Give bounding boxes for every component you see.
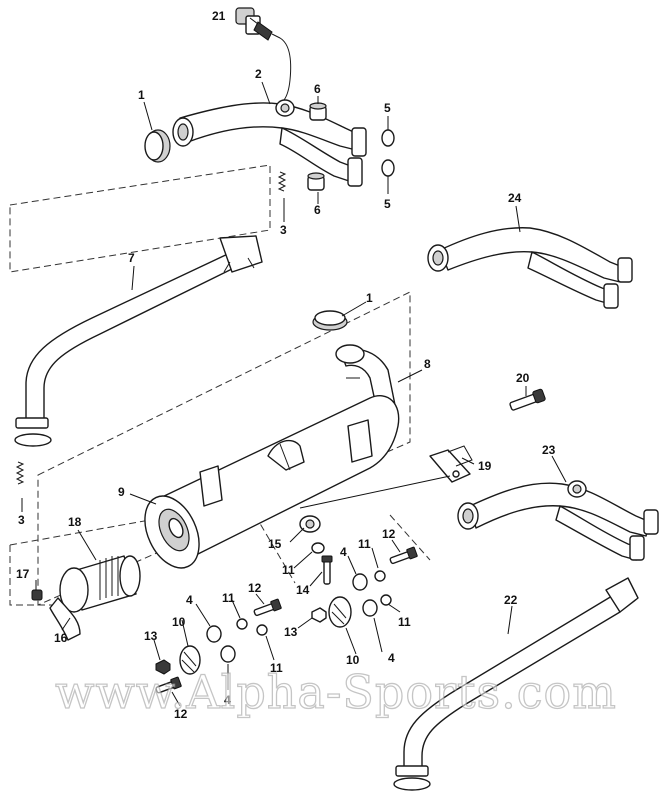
clamp — [299, 445, 473, 509]
header-pipe-alt — [427, 227, 633, 309]
callout-19: 19 — [478, 459, 492, 473]
callout-4-right: 4 — [340, 545, 347, 559]
callout-10-left: 10 — [172, 615, 186, 629]
callout-10-right: 10 — [346, 653, 360, 667]
callout-1-lower: 1 — [366, 291, 373, 305]
callout-3-upper: 3 — [280, 223, 287, 237]
callout-13-mid: 13 — [284, 625, 298, 639]
muffler — [144, 395, 400, 569]
callout-18: 18 — [68, 515, 82, 529]
tail-pipe — [393, 577, 639, 791]
callout-14: 14 — [296, 583, 310, 597]
callout-labels: 21 2 1 6 5 5 6 3 24 7 1 8 20 19 23 9 3 1… — [16, 9, 556, 721]
callout-9: 9 — [118, 485, 125, 499]
callout-6-lower: 6 — [314, 203, 321, 217]
callout-5-lower: 5 — [384, 197, 391, 211]
callout-12-mid: 12 — [248, 581, 262, 595]
header-pipe-lower — [457, 480, 659, 561]
callout-8: 8 — [424, 357, 431, 371]
callout-23: 23 — [542, 443, 556, 457]
callout-11-far-right: 11 — [398, 615, 411, 629]
callout-3-lower: 3 — [18, 513, 25, 527]
callout-4-bottom: 4 — [224, 693, 231, 707]
callout-7: 7 — [128, 251, 135, 265]
callout-11-mid: 11 — [282, 563, 295, 577]
callout-15: 15 — [268, 537, 282, 551]
callout-4-far-right: 4 — [388, 651, 395, 665]
callout-12-bottom: 12 — [174, 707, 188, 721]
callout-17: 17 — [16, 567, 30, 581]
bolt-20 — [509, 388, 546, 411]
spark-arrestor — [49, 555, 141, 641]
callout-11-left: 11 — [222, 591, 235, 605]
exhaust-port-gaskets — [381, 129, 395, 177]
callout-21: 21 — [212, 9, 226, 23]
callout-22: 22 — [504, 593, 518, 607]
watermark: www.Alpha-Sports.com — [55, 665, 617, 719]
callout-13-left: 13 — [144, 629, 158, 643]
screw-17 — [31, 589, 43, 601]
callout-4-left: 4 — [186, 593, 193, 607]
spacers — [307, 102, 327, 191]
callout-16: 16 — [54, 631, 68, 645]
gasket-upper — [144, 129, 171, 163]
leader-lines — [21, 17, 567, 707]
front-header-pipe — [172, 99, 367, 187]
springs — [15, 171, 287, 485]
gasket-lower — [312, 310, 348, 331]
mid-pipe — [14, 235, 263, 447]
callout-11-low: 11 — [270, 661, 283, 675]
callout-12-right: 12 — [382, 527, 396, 541]
callout-1-upper: 1 — [138, 88, 145, 102]
callout-11-right: 11 — [358, 537, 371, 551]
callout-5-upper: 5 — [384, 101, 391, 115]
callout-24: 24 — [508, 191, 522, 205]
callout-2: 2 — [255, 67, 262, 81]
o2-sensor — [235, 7, 292, 101]
callout-6-upper: 6 — [314, 82, 321, 96]
callout-20: 20 — [516, 371, 530, 385]
